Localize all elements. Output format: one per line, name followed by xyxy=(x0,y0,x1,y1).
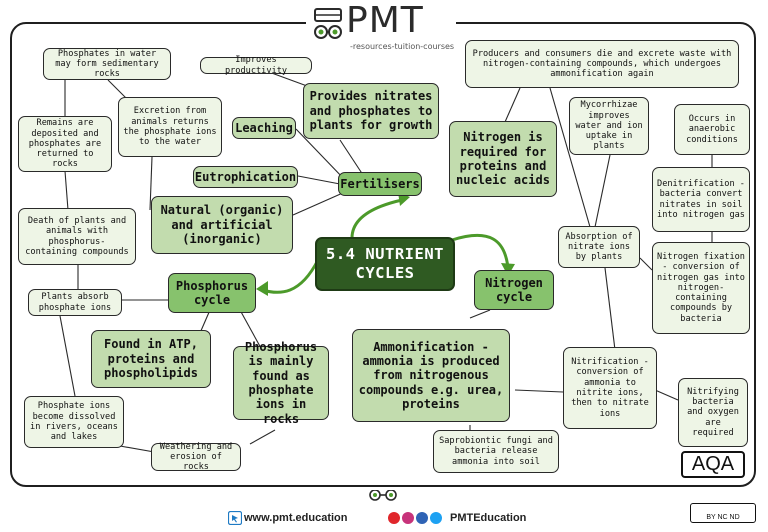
creative-commons-licence-icon: BY NC ND xyxy=(690,503,756,523)
node-phosphate-dissolved: Phosphate ions become dissolved in river… xyxy=(24,396,124,448)
node-saprobiontic: Saprobiontic fungi and bacteria release … xyxy=(433,430,559,473)
pmt-logo: PMT -resources-tuition-courses xyxy=(306,0,456,52)
node-natural-artificial: Natural (organic) and artificial (inorga… xyxy=(151,196,293,254)
node-producers-consumers: Producers and consumers die and excrete … xyxy=(465,40,739,88)
hub-nitrogen-cycle: Nitrogen cycle xyxy=(474,270,554,310)
node-weathering-erosion: Weathering and erosion of rocks xyxy=(151,442,241,472)
twitter-icon[interactable] xyxy=(430,512,442,524)
exam-board-badge: AQA xyxy=(681,451,745,478)
logo-text: PMT xyxy=(346,0,424,41)
node-nitrification: Nitrification - conversion of ammonia to… xyxy=(563,347,657,429)
node-anaerobic-conditions: Occurs in anaerobic conditions xyxy=(674,104,750,155)
node-ammonification: Ammonification - ammonia is produced fro… xyxy=(352,329,510,422)
licence-terms: BY NC ND xyxy=(706,514,740,521)
node-nitrifying-bacteria: Nitrifying bacteria and oxygen are requi… xyxy=(678,378,748,447)
node-provides-nitrates: Provides nitrates and phosphates to plan… xyxy=(303,83,439,139)
logo-tagline: -resources-tuition-courses xyxy=(350,42,455,51)
facebook-icon[interactable] xyxy=(416,512,428,524)
node-plants-absorb-phosphate: Plants absorb phosphate ions xyxy=(28,289,122,316)
node-remains-deposited: Remains are deposited and phosphates are… xyxy=(18,116,112,172)
youtube-icon[interactable] xyxy=(388,512,400,524)
website-link[interactable]: www.pmt.education xyxy=(244,512,348,524)
central-topic: 5.4 NUTRIENT CYCLES xyxy=(315,237,455,291)
node-excretion: Excretion from animals returns the phosp… xyxy=(118,97,222,157)
node-nitrogen-required: Nitrogen is required for proteins and nu… xyxy=(449,121,557,197)
glasses-icon xyxy=(314,8,342,39)
hub-fertilisers: Fertilisers xyxy=(338,172,422,196)
node-mycorrhizae: Mycorrhizae improves water and ion uptak… xyxy=(569,97,649,155)
node-leaching: Leaching xyxy=(232,117,296,139)
hub-phosphorus-cycle: Phosphorus cycle xyxy=(168,273,256,313)
node-denitrification: Denitrification - bacteria convert nitra… xyxy=(652,167,750,232)
web-link-icon xyxy=(228,511,242,525)
node-eutrophication: Eutrophication xyxy=(193,166,298,188)
footer-glasses-icon xyxy=(369,490,397,501)
social-handle: PMTEducation xyxy=(450,512,527,524)
node-mainly-phosphate-ions: Phosphorus is mainly found as phosphate … xyxy=(233,340,329,426)
node-improves-productivity: Improves productivity xyxy=(200,55,312,76)
node-found-in-atp: Found in ATP, proteins and phospholipids xyxy=(91,330,211,388)
node-absorption-nitrate: Absorption of nitrate ions by plants xyxy=(558,226,640,268)
node-death-of-organisms: Death of plants and animals with phospho… xyxy=(18,208,136,265)
node-nitrogen-fixation: Nitrogen fixation - conversion of nitrog… xyxy=(652,242,750,334)
instagram-icon[interactable] xyxy=(402,512,414,524)
node-sedimentary-rocks: Phosphates in water may form sedimentary… xyxy=(43,48,171,80)
